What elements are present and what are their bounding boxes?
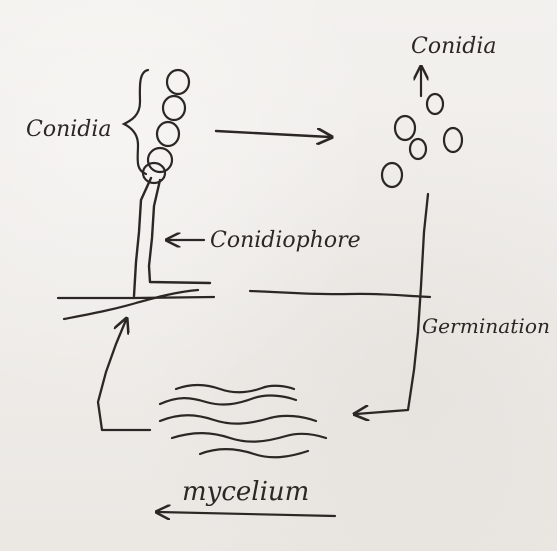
conidia-chain (143, 70, 189, 183)
mycelium-return-path (98, 320, 150, 430)
released-conidia (382, 94, 462, 187)
conidium (167, 70, 189, 94)
conidium (157, 122, 179, 146)
germination-path (356, 194, 428, 414)
mycelium-hyphae (160, 385, 326, 457)
arrow-to-released-conidia (216, 131, 330, 137)
label-conidia-left: Conidia (26, 117, 112, 142)
released-conidium (427, 94, 443, 114)
released-conidium (410, 139, 426, 159)
substrate-line (58, 290, 430, 319)
label-mycelium: mycelium (182, 477, 309, 507)
conidium (148, 148, 172, 172)
released-conidium (444, 128, 462, 152)
conidiophore-stalk (134, 178, 210, 296)
released-conidium (395, 116, 415, 140)
label-conidia-top-right: Conidia (411, 34, 497, 59)
conidia-brace (124, 70, 148, 174)
released-conidium (382, 163, 402, 187)
conidium (163, 96, 185, 120)
label-conidiophore: Conidiophore (210, 228, 361, 253)
mycelium-underline-arrow (158, 512, 335, 516)
label-germination: Germination (422, 314, 550, 338)
